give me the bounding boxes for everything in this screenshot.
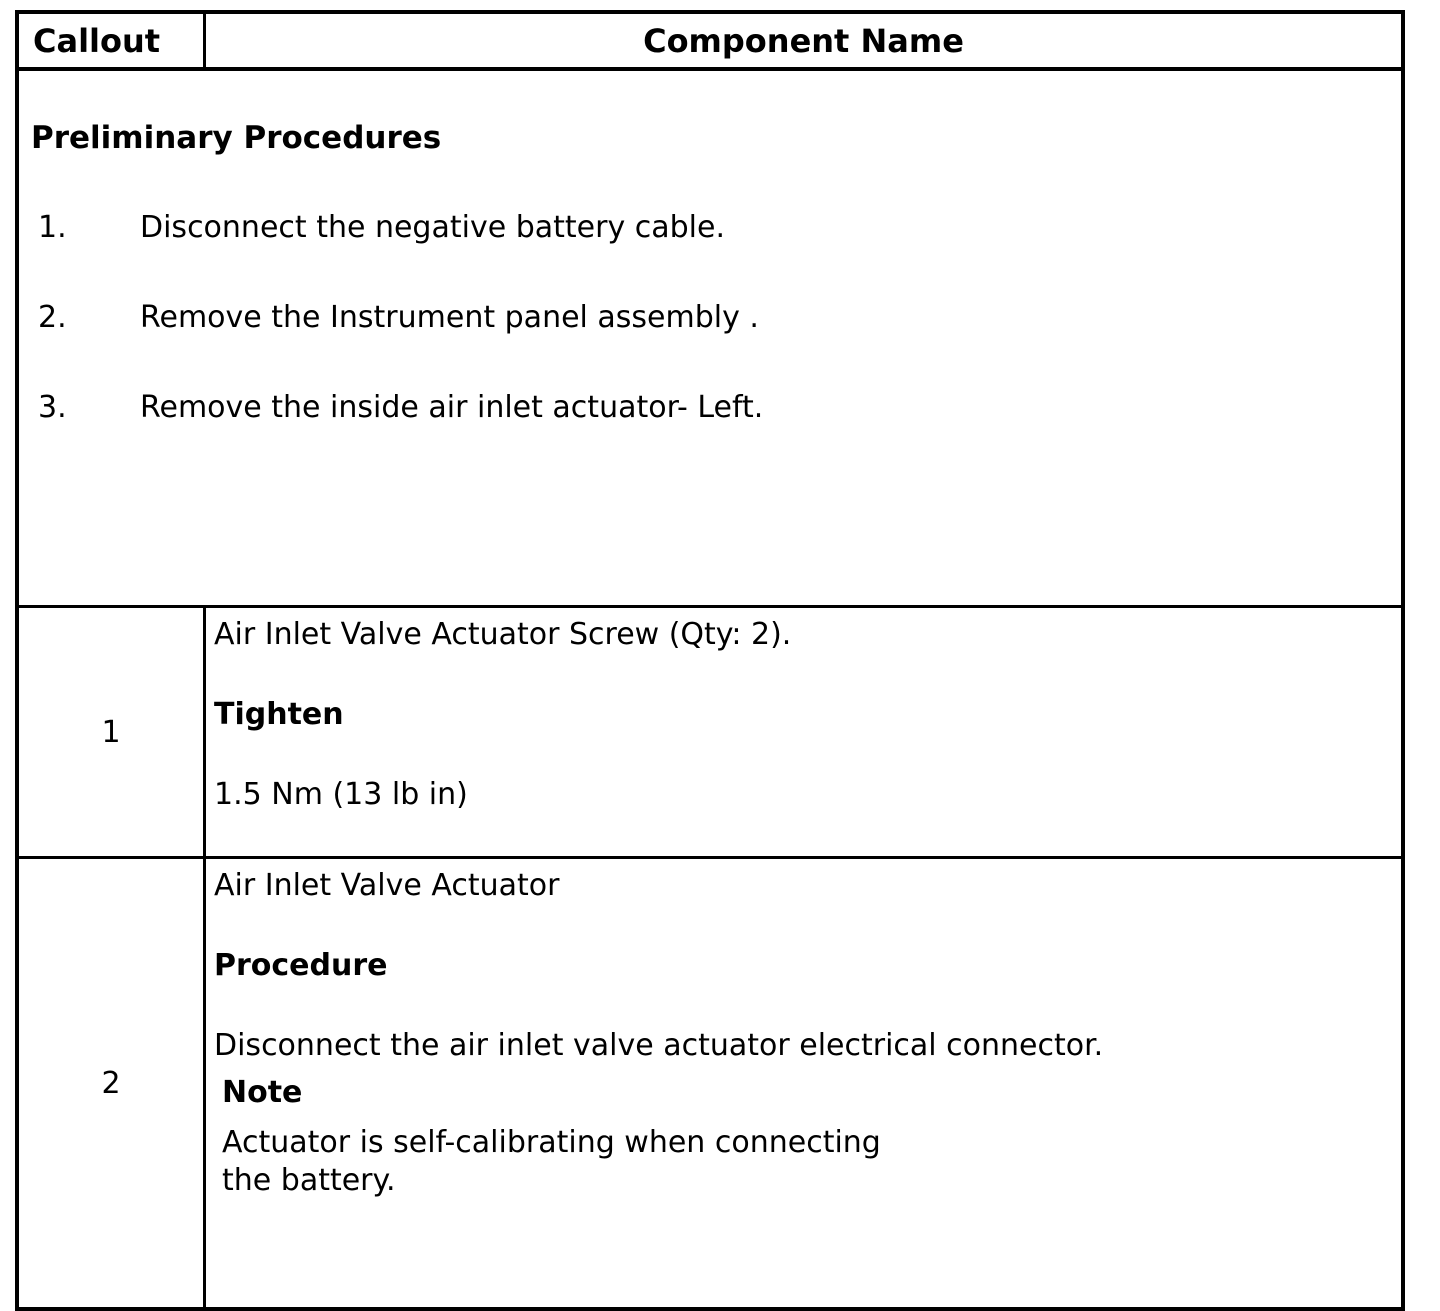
component-cell: Air Inlet Valve Actuator Screw (Qty: 2).… [203,605,1405,859]
step-number: 1. [38,210,67,245]
component-name-column-header: Component Name [203,10,1405,71]
component-name-text: Air Inlet Valve Actuator Screw (Qty: 2). [214,617,792,652]
step-number: 3. [38,390,67,425]
document-page: Callout Component Name Preliminary Proce… [15,10,1405,1311]
step-text: Remove the Instrument panel assembly . [140,300,759,335]
preliminary-step: 3. Remove the inside air inlet actuator-… [31,389,1381,427]
callout-number: 1 [15,605,206,859]
table-row: 1 Air Inlet Valve Actuator Screw (Qty: 2… [15,605,1405,859]
component-name-text: Air Inlet Valve Actuator [214,868,560,903]
tighten-heading: Tighten [214,697,344,732]
callout-number: 2 [15,856,206,1311]
procedure-heading: Procedure [214,948,388,983]
component-table: Callout Component Name Preliminary Proce… [15,10,1405,1311]
note-label: Note [222,1075,303,1110]
note-text-line: Actuator is self-calibrating when connec… [222,1125,881,1160]
note-text-line: the battery. [222,1163,396,1198]
table-header-row: Callout Component Name [15,10,1405,71]
step-number: 2. [38,300,67,335]
preliminary-procedures-title: Preliminary Procedures [31,120,442,156]
component-cell: Air Inlet Valve Actuator Procedure Disco… [203,856,1405,1311]
note-block: Note Actuator is self-calibrating when c… [222,1074,1385,1200]
preliminary-step: 1. Disconnect the negative battery cable… [31,209,1381,247]
step-text: Remove the inside air inlet actuator- Le… [140,390,764,425]
torque-spec-text: 1.5 Nm (13 lb in) [214,777,468,812]
preliminary-procedures-cell: Preliminary Procedures 1. Disconnect the… [15,67,1405,608]
preliminary-procedures-row: Preliminary Procedures 1. Disconnect the… [15,67,1405,608]
table-row: 2 Air Inlet Valve Actuator Procedure Dis… [15,856,1405,1311]
callout-column-header: Callout [15,10,206,71]
procedure-step-text: Disconnect the air inlet valve actuator … [214,1028,1104,1063]
step-text: Disconnect the negative battery cable. [140,210,725,245]
preliminary-step: 2. Remove the Instrument panel assembly … [31,299,1381,337]
